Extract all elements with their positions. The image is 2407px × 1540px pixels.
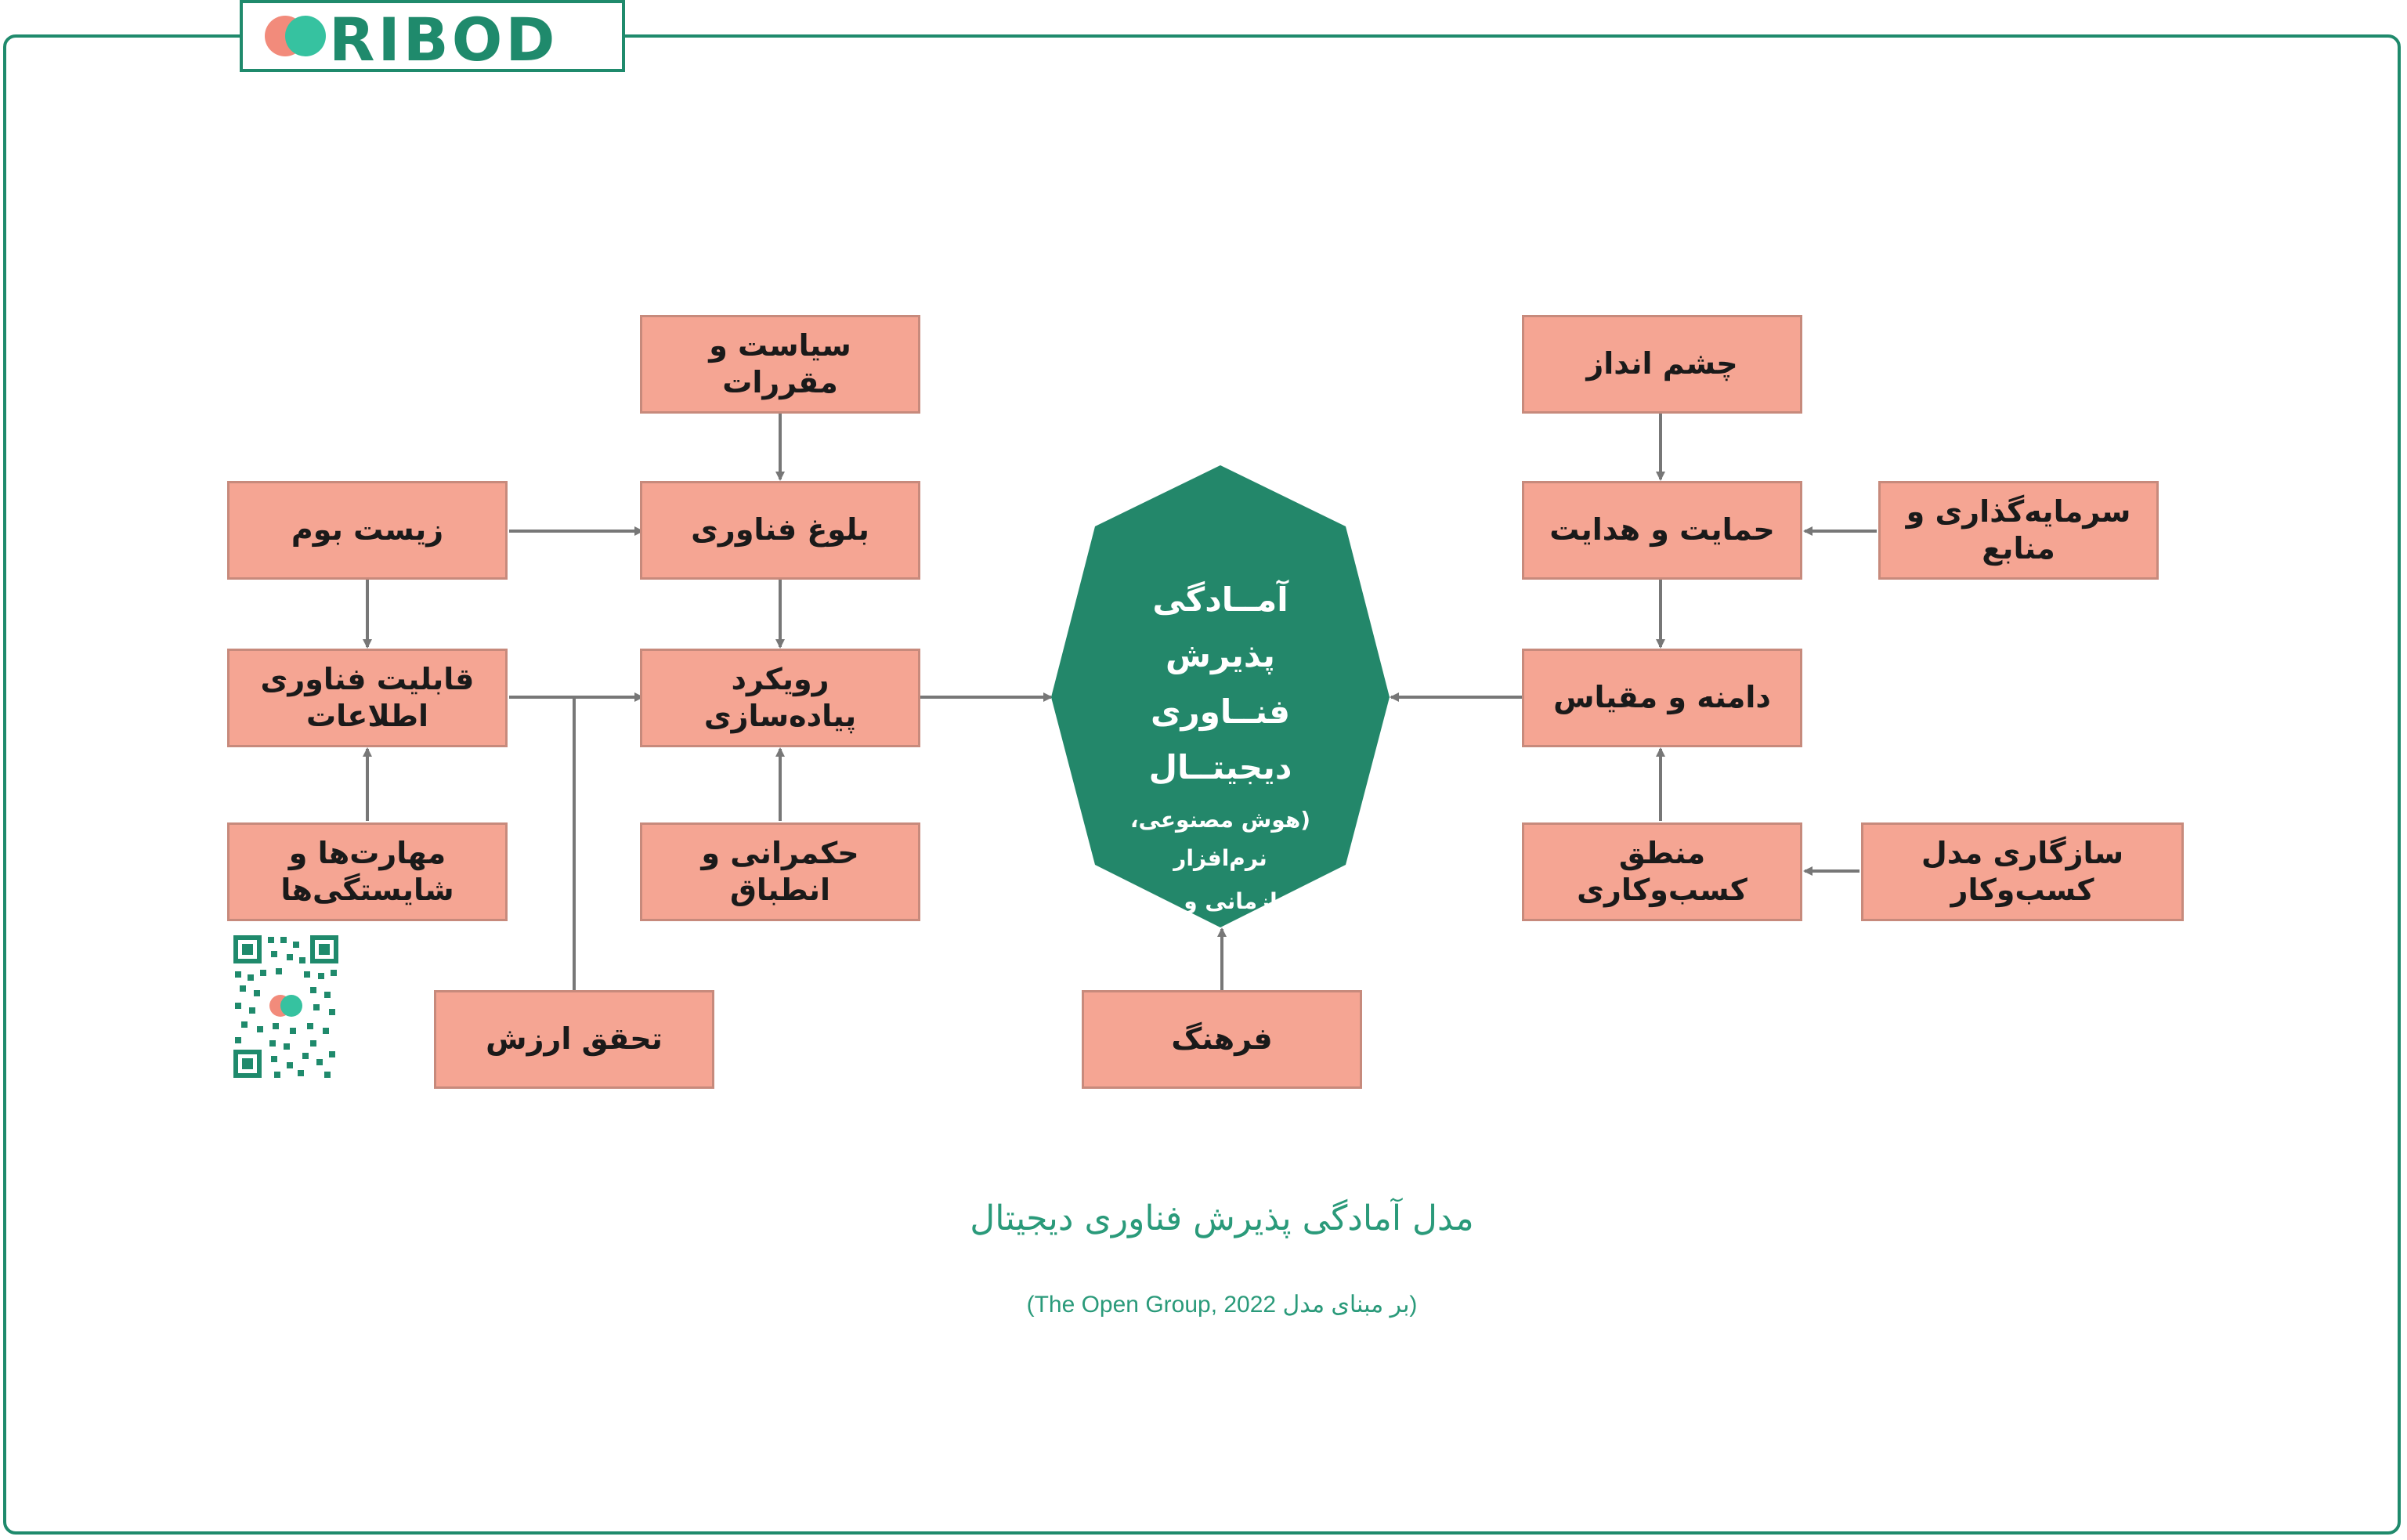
page-frame <box>3 34 2401 1535</box>
brand-logo[interactable]: RIBOD <box>240 0 625 74</box>
logo-mark-icon <box>265 16 326 56</box>
box-governance: حکمرانی و انطباق <box>640 822 920 921</box>
box-tech-maturity: بلوغ فناوری <box>640 481 920 580</box>
qr-code-icon[interactable] <box>232 934 340 1079</box>
box-scope: دامنه و مقیاس <box>1522 649 1802 747</box>
center-subtitle-line1: (هوش مصنوعی، نرم‌افزار <box>1129 806 1311 871</box>
box-business-model-fit: سازگاری مدل کسب‌وکار <box>1861 822 2184 921</box>
box-investment: سرمایه‌گذاری و منابع <box>1878 481 2159 580</box>
center-octagon <box>1051 465 1390 927</box>
box-ecosystem: زیست بوم <box>227 481 508 580</box>
box-value-realization: تحقق ارزش <box>434 990 714 1089</box>
center-label: آمــادگی پذیرش فنــاوری دیجیتــال (هوش م… <box>1098 572 1343 920</box>
box-culture: فرهنگ <box>1082 990 1362 1089</box>
box-vision: چشم انداز <box>1522 315 1802 414</box>
box-policy: سیاست و مقررات <box>640 315 920 414</box>
box-implementation-approach: رویکرد پیاده‌سازی <box>640 649 920 747</box>
box-it-capability: قابلیت فناوری اطلاعات <box>227 649 508 747</box>
box-business-logic: منطق کسب‌وکاری <box>1522 822 1802 921</box>
box-support: حمایت و هدایت <box>1522 481 1802 580</box>
box-skills: مهارت‌ها و شایستگی‌ها <box>227 822 508 921</box>
center-title-line2: فنــاوری دیجیتــال <box>1148 692 1292 787</box>
logo-text: RIBOD <box>329 5 558 74</box>
center-subtitle-line2: سازمانی و ...) <box>1140 887 1300 914</box>
diagram-caption: مدل آمادگی پذیرش فناوری دیجیتال <box>970 1198 1474 1238</box>
center-title-line1: آمــادگی پذیرش <box>1152 580 1288 675</box>
diagram-source: (بر مبنای مدل The Open Group, 2022) <box>1026 1292 1418 1318</box>
